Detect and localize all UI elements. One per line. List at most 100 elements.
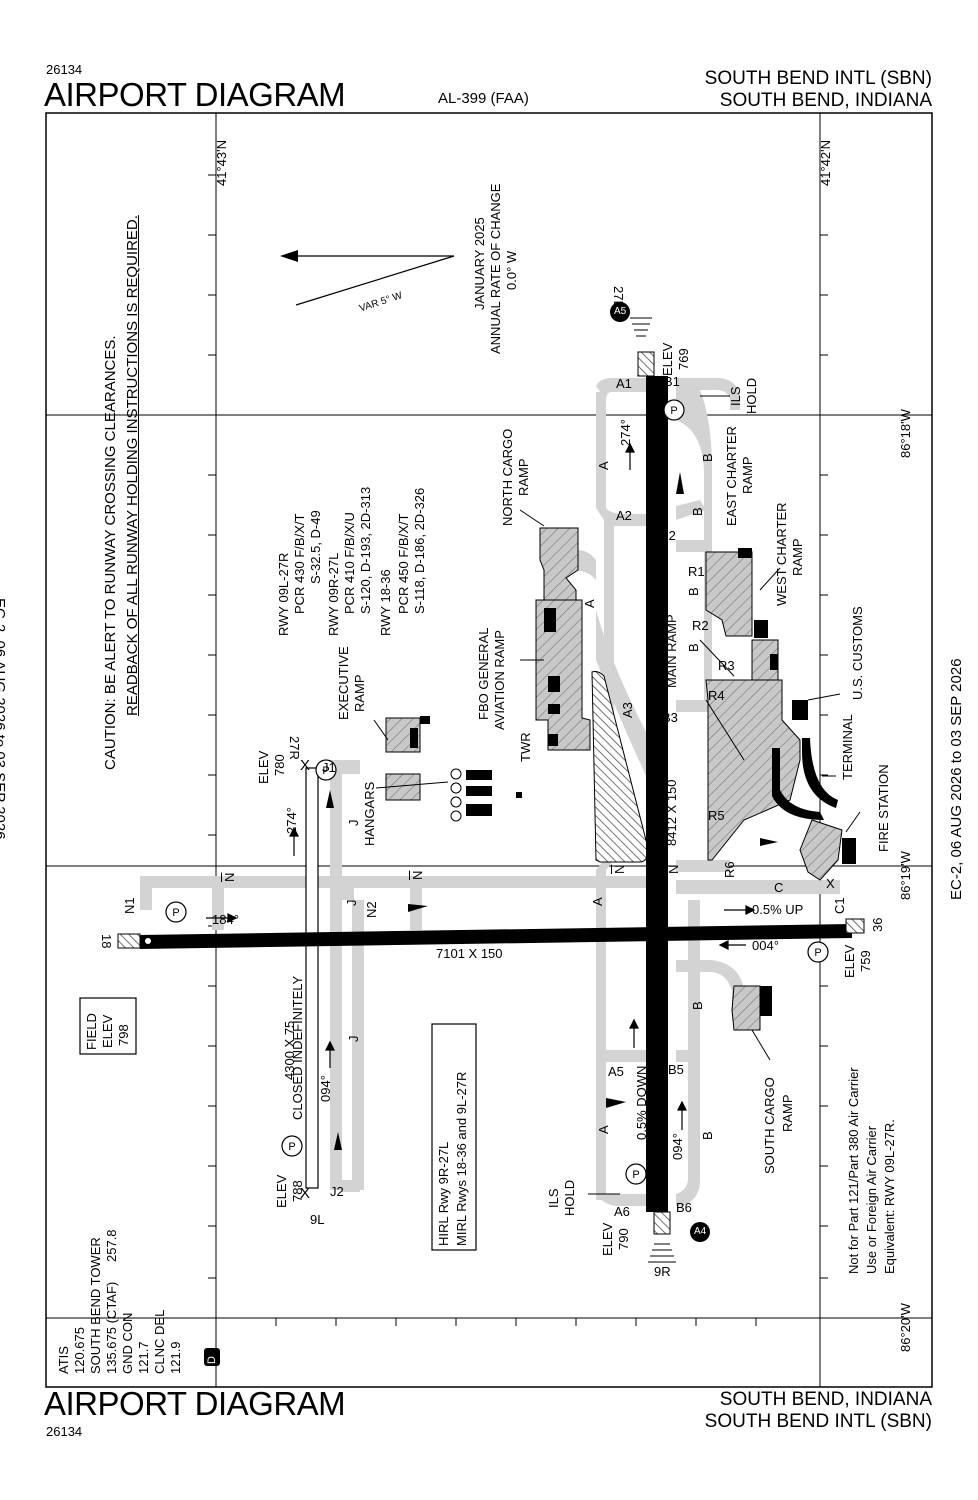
twy-r4: R4 <box>708 688 725 703</box>
lighting-mirl: MIRL Rwys 18-36 and 9L-27R <box>454 1071 469 1246</box>
approach-lights-27l <box>630 317 652 337</box>
fire-station-label: FIRE STATION <box>876 764 891 852</box>
elev-769: 769 <box>676 348 691 370</box>
elev-label-759: ELEV <box>842 944 857 978</box>
lat-41-42: 41°42'N <box>818 140 833 186</box>
slope-up: 0.5% UP <box>752 902 804 917</box>
twy-b-south: B <box>690 1001 705 1010</box>
note-line2: Use or Foreign Air Carrier <box>864 1125 879 1274</box>
footer-city: SOUTH BEND, INDIANA <box>719 1389 932 1410</box>
twy-j1: J1 <box>322 760 336 775</box>
lighting-hirl: HIRL Rwy 9R-27L <box>436 1141 451 1246</box>
rwy-18-threshold <box>117 933 141 949</box>
elev-label-780: ELEV <box>256 750 271 784</box>
svg-text:P: P <box>632 1169 639 1181</box>
twy-n1: N1 <box>122 897 137 914</box>
clnc-freq: 121.9 <box>168 1341 183 1374</box>
twy-r5: R5 <box>708 808 725 823</box>
twy-n-4: N <box>666 864 681 874</box>
footer-airport: SOUTH BEND INTL (SBN) <box>704 1411 932 1432</box>
mag-north-line <box>295 255 455 306</box>
pcr-rwy1: RWY 09L-27R <box>276 552 291 636</box>
twy-r1: R1 <box>688 564 705 579</box>
hdg-004: 004° <box>752 938 779 953</box>
graticule <box>46 113 932 1387</box>
ils-hold-n-2: HOLD <box>744 377 759 414</box>
rwy-36-label: 36 <box>870 917 885 932</box>
magvar-value: 0.0° W <box>504 250 519 290</box>
tower-freq: 135.675 (CTAF) <box>104 1281 119 1374</box>
hot-spots <box>610 302 710 1242</box>
north-cargo-ramp <box>539 527 579 601</box>
svg-text:P: P <box>172 907 179 919</box>
twy-a-cross: A <box>590 897 605 906</box>
slope-down: 0.5% DOWN <box>634 1065 649 1140</box>
caution-line-1: CAUTION: BE ALERT TO RUNWAY CROSSING CLE… <box>102 335 119 770</box>
ils-hold-s-1: ILS <box>546 1188 561 1208</box>
closed-rwy-end-x2: X <box>300 1185 310 1202</box>
gnd-label: GND CON <box>120 1312 135 1374</box>
pcr-rwy1-s: S-32.5, D-49 <box>308 510 323 584</box>
runway-9r-27l <box>646 376 668 1212</box>
west-charter-label-1: WEST CHARTER <box>774 502 789 606</box>
main-ramp-label: MAIN RAMP <box>664 614 679 688</box>
twy-n-1: N <box>222 872 237 882</box>
exec-label-2: RAMP <box>352 674 367 712</box>
north-cargo-label-1: NORTH CARGO <box>500 428 515 526</box>
twy-b3: B3 <box>662 710 678 725</box>
closed-rwy-text: CLOSED INDEFINITELY <box>290 975 305 1120</box>
twy-b2: B2 <box>660 528 676 543</box>
lon-86-18: 86°18'W <box>898 409 913 458</box>
pcr-rwy3-pcr: PCR 450 F/B/X/T <box>396 513 411 614</box>
caution-line-2: READBACK OF ALL RUNWAY HOLDING INSTRUCTI… <box>124 215 141 716</box>
fbo-label-1: FBO GENERAL <box>476 627 491 720</box>
ils-hold-s-2: HOLD <box>562 1179 577 1216</box>
fbo-label-2: AVIATION RAMP <box>492 630 507 730</box>
twy-j-north: J <box>346 819 361 827</box>
rwy-27l-label: 27L <box>611 286 626 308</box>
twy-c: C <box>774 880 784 895</box>
twy-b-ne: B <box>690 507 705 516</box>
lighting-box <box>431 1023 477 1251</box>
diagram-frame <box>45 112 933 1388</box>
tower-label: SOUTH BEND TOWER <box>88 1237 103 1374</box>
pcr-rwy2-s: S-120, D-193, 2D-313 <box>358 486 373 614</box>
gnd-freq: 121.7 <box>136 1341 151 1374</box>
fire-station-ramp <box>799 819 843 881</box>
twr-label: TWR <box>518 732 533 762</box>
east-charter-label-1: EAST CHARTER <box>724 426 739 526</box>
elev-759: 759 <box>858 950 873 972</box>
hangars-label: HANGARS <box>362 781 377 846</box>
hotspot-a5: A5 <box>614 306 627 317</box>
twy-a6: A6 <box>614 1204 630 1219</box>
west-charter-label-2: RAMP <box>790 538 805 576</box>
field-elev-line2: ELEV <box>100 1014 115 1048</box>
twy-b5: B5 <box>668 1062 684 1077</box>
hdg-094-main: 094° <box>670 1133 685 1160</box>
elev-label-788: ELEV <box>274 1174 289 1208</box>
magvar-date: JANUARY 2025 <box>472 217 487 310</box>
twy-b-east2: B <box>686 643 701 652</box>
approach-lights-9r <box>648 1243 676 1263</box>
runway-18-36 <box>140 924 852 949</box>
twy-b-east: B <box>686 587 701 596</box>
buildings <box>410 548 856 1016</box>
pcr-rwy2-pcr: PCR 410 F/B/X/U <box>342 512 357 614</box>
taxiway-network <box>140 378 840 1206</box>
elev-label-769: ELEV <box>660 342 675 376</box>
twy-n-2: N <box>410 870 425 880</box>
atis-label: ATIS <box>56 1346 71 1374</box>
pcr-rwy2: RWY 09R-27L <box>326 552 341 636</box>
heading-arrows <box>206 442 756 1130</box>
twy-r3: R3 <box>718 658 735 673</box>
elev-788: 788 <box>290 1180 305 1202</box>
twy-a3: A3 <box>620 702 635 718</box>
hdg-184: 184° <box>212 912 239 927</box>
d-badge <box>204 1348 220 1366</box>
svg-text:P: P <box>670 405 677 417</box>
twy-b6: B6 <box>676 1200 692 1215</box>
twy-a1: A1 <box>616 376 632 391</box>
customs-label: U.S. CUSTOMS <box>850 606 865 700</box>
twy-n-3: N <box>612 864 627 874</box>
